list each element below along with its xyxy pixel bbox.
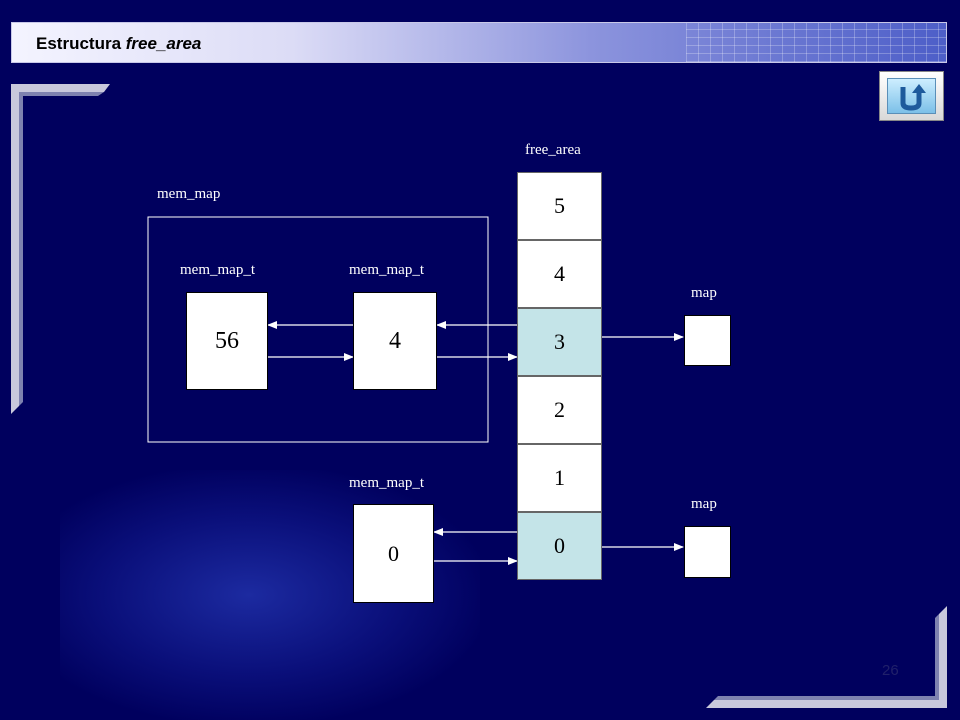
map-label: map xyxy=(691,496,717,512)
u-turn-arrow-icon xyxy=(900,84,926,111)
return-button-face xyxy=(887,78,936,114)
mem-map-label: mem_map xyxy=(157,186,221,202)
mem-map-container xyxy=(147,216,489,443)
mem-map-t-node: 0 xyxy=(353,504,434,603)
mem-map-t-label: mem_map_t xyxy=(349,475,424,491)
title-bar: Estructura free_area xyxy=(11,22,947,63)
map-label: map xyxy=(691,285,717,301)
free-area-cell: 1 xyxy=(517,444,602,512)
free-area-cell-highlighted: 3 xyxy=(517,308,602,376)
mem-map-t-label: mem_map_t xyxy=(349,262,424,278)
page-number: 26 xyxy=(882,662,899,679)
return-button[interactable] xyxy=(879,71,944,121)
map-box xyxy=(684,315,731,366)
free-area-cell: 5 xyxy=(517,172,602,240)
mem-map-t-node: 4 xyxy=(353,292,437,390)
frame-bracket-top-left xyxy=(11,84,110,414)
free-area-label: free_area xyxy=(525,142,581,158)
free-area-cell: 2 xyxy=(517,376,602,444)
map-box xyxy=(684,526,731,578)
title-bar-grid-pattern xyxy=(686,23,946,62)
free-area-cell: 4 xyxy=(517,240,602,308)
slide-title: Estructura free_area xyxy=(36,34,202,53)
mem-map-t-label: mem_map_t xyxy=(180,262,255,278)
mem-map-t-node: 56 xyxy=(186,292,268,390)
frame-bracket-bottom-right xyxy=(706,606,947,708)
free-area-cell-highlighted: 0 xyxy=(517,512,602,580)
